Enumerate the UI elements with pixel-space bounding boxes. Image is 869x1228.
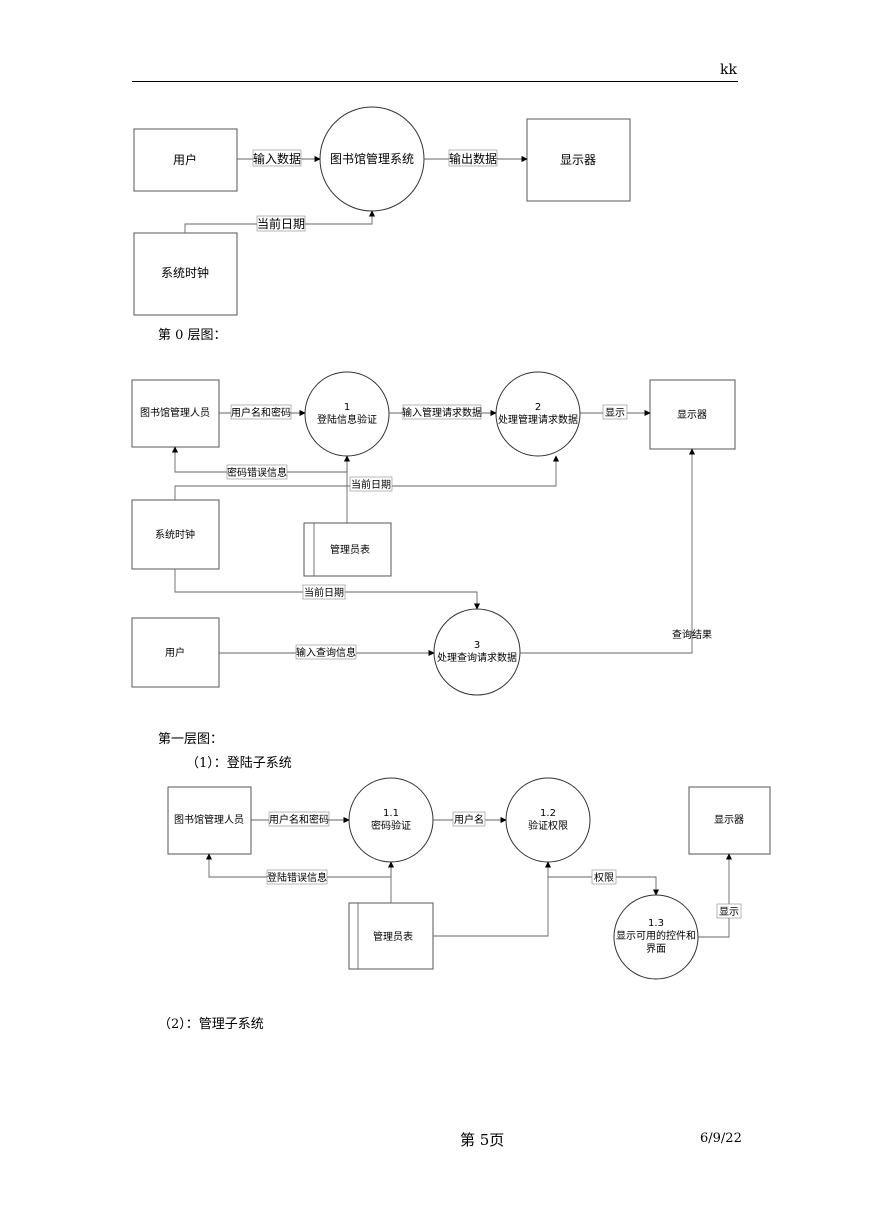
l1-flow-pwd-error-label: 密码错误信息 bbox=[227, 466, 287, 479]
ctx-clock-entity bbox=[133, 232, 238, 316]
ls-display-label: 显示器 bbox=[714, 814, 744, 826]
l1-flow-query-result-line bbox=[520, 448, 696, 654]
l1-p1-name: 登陆信息验证 bbox=[317, 413, 377, 426]
header-text: kk bbox=[720, 62, 737, 78]
ctx-flow-date-label: 当前日期 bbox=[257, 216, 305, 231]
ls-p12-name: 验证权限 bbox=[528, 819, 568, 832]
l1-flow-date1-label: 当前日期 bbox=[351, 478, 391, 491]
footer-date: 6/9/22 bbox=[700, 1131, 742, 1146]
ctx-flow-output-label: 输出数据 bbox=[449, 151, 497, 166]
footer-page-number: 第 5页 bbox=[460, 1131, 505, 1149]
caption-login-subsystem: （1）：登陆子系统 bbox=[186, 756, 292, 771]
level1-diagram: 图书馆管理人员 1 登陆信息验证 2 处理管理请求数据 显示器 系统时钟 管理员… bbox=[131, 371, 736, 696]
l1-p2-num: 2 bbox=[535, 402, 541, 413]
l1-clock-label: 系统时钟 bbox=[155, 528, 195, 541]
ls-librarian-label: 图书馆管理人员 bbox=[174, 813, 244, 826]
l1-p1-num: 1 bbox=[344, 402, 350, 413]
l1-flow-mgmt-label: 输入管理请求数据 bbox=[402, 406, 482, 419]
ls-flow-show-label: 显示 bbox=[719, 906, 739, 918]
caption-management-subsystem: （2）：管理子系统 bbox=[158, 1017, 264, 1032]
l1-p2-name: 处理管理请求数据 bbox=[498, 413, 578, 426]
l1-process-2 bbox=[495, 371, 581, 457]
ls-process-1-2 bbox=[505, 777, 591, 863]
l1-librarian-entity bbox=[131, 379, 220, 448]
ls-p13-line2: 界面 bbox=[646, 943, 666, 955]
ls-librarian-entity bbox=[167, 786, 252, 855]
l1-store-label: 管理员表 bbox=[330, 543, 370, 556]
l1-p3-name: 处理查询请求数据 bbox=[437, 651, 517, 664]
ctx-user-label: 用户 bbox=[173, 152, 197, 167]
header-rule bbox=[132, 81, 738, 82]
l1-flow-query-input-label: 输入查询信息 bbox=[296, 646, 356, 659]
context-diagram: 用户 图书馆管理系统 显示器 系统时钟 输入数据 输出数据 当前日期 bbox=[133, 106, 631, 316]
ctx-clock-label: 系统时钟 bbox=[161, 265, 209, 280]
l1-flow-show-label: 显示 bbox=[605, 407, 625, 419]
l1-flow-date2-label: 当前日期 bbox=[304, 586, 344, 599]
ls-flow-permission-label: 权限 bbox=[594, 871, 614, 884]
caption-level1: 第一层图： bbox=[158, 732, 224, 747]
l1-user-label: 用户 bbox=[165, 646, 185, 659]
l1-process-1 bbox=[304, 371, 390, 457]
ls-flow-username-pwd-label: 用户名和密码 bbox=[269, 813, 329, 826]
ls-p12-num: 1.2 bbox=[540, 808, 556, 819]
ctx-system-label: 图书馆管理系统 bbox=[330, 151, 414, 166]
ctx-flow-input-label: 输入数据 bbox=[253, 151, 301, 166]
ls-flow-permission-line bbox=[548, 876, 660, 896]
l1-clock-entity bbox=[131, 499, 220, 570]
ctx-display-label: 显示器 bbox=[560, 153, 596, 167]
l1-process-3 bbox=[433, 608, 521, 696]
ls-store-admin-table bbox=[348, 902, 434, 970]
ls-flow-username-label: 用户名 bbox=[454, 813, 484, 826]
l1-flow-username-label: 用户名和密码 bbox=[231, 406, 291, 419]
ctx-user-entity bbox=[133, 128, 238, 192]
ls-flow-store-to-p12-line bbox=[433, 861, 552, 937]
l1-display-entity bbox=[649, 379, 736, 450]
ls-flow-login-error-label: 登陆错误信息 bbox=[267, 871, 327, 884]
ls-process-1-1 bbox=[348, 777, 434, 863]
caption-level0: 第 0 层图： bbox=[158, 328, 227, 343]
ls-p11-num: 1.1 bbox=[383, 808, 399, 819]
ls-flow-show-line bbox=[698, 853, 733, 938]
ls-p13-line1: 显示可用的控件和 bbox=[616, 929, 696, 942]
ls-p11-name: 密码验证 bbox=[371, 819, 411, 832]
l1-librarian-label: 图书馆管理人员 bbox=[140, 406, 210, 419]
login-subsystem-diagram: 图书馆管理人员 1.1 密码验证 1.2 验证权限 显示器 管理员表 1.3 显… bbox=[167, 777, 771, 980]
ls-store-label: 管理员表 bbox=[373, 930, 413, 943]
ls-display-entity bbox=[688, 786, 771, 855]
l1-user-entity bbox=[131, 617, 220, 688]
l1-store-admin-table bbox=[303, 522, 392, 577]
l1-flow-query-result-label: 查询结果 bbox=[672, 628, 712, 641]
l1-display-label: 显示器 bbox=[677, 409, 707, 421]
ls-p13-num: 1.3 bbox=[648, 918, 664, 929]
l1-p3-num: 3 bbox=[474, 640, 480, 651]
